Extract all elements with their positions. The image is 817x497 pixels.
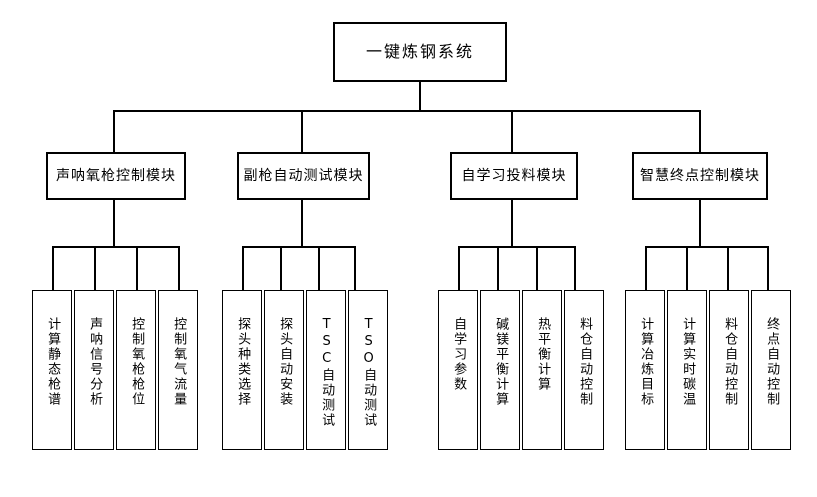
module-node-sublance-auto-test[interactable]: 副枪自动测试模块 (237, 152, 370, 200)
connector-module3-bus (458, 246, 576, 248)
leaf-node-control-oxygen-flow[interactable]: 控制氧气流量 (158, 290, 198, 450)
connector-module1-stem (113, 200, 115, 247)
connector-module2-stem (301, 200, 303, 247)
connector-module1-leaf-drop-4 (178, 246, 180, 290)
leaf-node-heat-balance-calc[interactable]: 热平衡计算 (522, 290, 562, 450)
leaf-node-label: TSC自动测试 (319, 317, 335, 428)
leaf-node-calc-realtime-carbon-temp[interactable]: 计算实时碳温 (667, 290, 707, 450)
root-node-label: 一键炼钢系统 (365, 42, 474, 62)
connector-main-drop-4 (699, 110, 701, 152)
leaf-node-probe-auto-install[interactable]: 探头自动安装 (264, 290, 304, 450)
leaf-node-label: 探头种类选择 (235, 317, 251, 407)
leaf-node-label: TSO自动测试 (361, 317, 377, 428)
connector-main-drop-1 (113, 110, 115, 152)
module-node-label: 副枪自动测试模块 (243, 167, 364, 184)
connector-main-bus (113, 110, 701, 112)
connector-main-drop-2 (301, 110, 303, 152)
connector-main-drop-3 (511, 110, 513, 152)
connector-module2-leaf-drop-3 (318, 246, 320, 290)
connector-module3-leaf-drop-1 (458, 246, 460, 290)
module-node-label: 智慧终点控制模块 (640, 167, 760, 184)
leaf-node-bin-auto-control[interactable]: 料仓自动控制 (564, 290, 604, 450)
leaf-node-endpoint-auto-control[interactable]: 终点自动控制 (751, 290, 791, 450)
connector-module2-leaf-drop-4 (354, 246, 356, 290)
leaf-node-tsc-auto-test[interactable]: TSC自动测试 (306, 290, 346, 450)
connector-module1-leaf-drop-2 (94, 246, 96, 290)
connector-module3-stem (511, 200, 513, 247)
root-node-one-key-steelmaking-system[interactable]: 一键炼钢系统 (333, 22, 507, 82)
leaf-node-tso-auto-test[interactable]: TSO自动测试 (348, 290, 388, 450)
connector-module2-leaf-drop-1 (242, 246, 244, 290)
leaf-node-label: 料仓自动控制 (722, 317, 738, 407)
leaf-node-label: 终点自动控制 (764, 317, 780, 407)
module-node-self-learning-charging[interactable]: 自学习投料模块 (450, 152, 578, 200)
connector-module4-bus (645, 246, 769, 248)
connector-module4-leaf-drop-4 (767, 246, 769, 290)
connector-root-stem (419, 82, 421, 111)
connector-module1-leaf-drop-1 (52, 246, 54, 290)
leaf-node-label: 控制氧枪枪位 (129, 317, 145, 407)
connector-module2-bus (242, 246, 356, 248)
connector-module4-leaf-drop-3 (727, 246, 729, 290)
connector-module4-stem (699, 200, 701, 247)
leaf-node-label: 控制氧气流量 (171, 317, 187, 407)
connector-module4-leaf-drop-2 (686, 246, 688, 290)
leaf-node-label: 自学习参数 (451, 317, 467, 392)
connector-module2-leaf-drop-2 (280, 246, 282, 290)
connector-module1-leaf-drop-3 (136, 246, 138, 290)
connector-module3-leaf-drop-4 (574, 246, 576, 290)
leaf-node-calc-smelting-target[interactable]: 计算冶炼目标 (625, 290, 665, 450)
module-node-label: 自学习投料模块 (461, 167, 567, 184)
module-node-sonar-oxygen-lance-control[interactable]: 声呐氧枪控制模块 (46, 152, 186, 200)
leaf-node-label: 声呐信号分析 (87, 317, 103, 407)
connector-module4-leaf-drop-1 (645, 246, 647, 290)
module-node-smart-endpoint-control[interactable]: 智慧终点控制模块 (632, 152, 768, 200)
leaf-node-sonar-signal-analysis[interactable]: 声呐信号分析 (74, 290, 114, 450)
leaf-node-label: 热平衡计算 (535, 317, 551, 392)
leaf-node-label: 计算实时碳温 (680, 317, 696, 407)
leaf-node-label: 探头自动安装 (277, 317, 293, 407)
connector-module3-leaf-drop-3 (536, 246, 538, 290)
module-node-label: 声呐氧枪控制模块 (56, 167, 176, 184)
connector-module1-bus (52, 246, 180, 248)
leaf-node-probe-type-selection[interactable]: 探头种类选择 (222, 290, 262, 450)
leaf-node-self-learning-parameters[interactable]: 自学习参数 (438, 290, 478, 450)
leaf-node-label: 计算静态枪谱 (45, 317, 61, 407)
leaf-node-label: 计算冶炼目标 (638, 317, 654, 407)
leaf-node-label: 碱镁平衡计算 (493, 317, 509, 407)
leaf-node-bin-auto-control-2[interactable]: 料仓自动控制 (709, 290, 749, 450)
connector-module3-leaf-drop-2 (497, 246, 499, 290)
leaf-node-label: 料仓自动控制 (577, 317, 593, 407)
leaf-node-calc-static-lance-spectrum[interactable]: 计算静态枪谱 (32, 290, 72, 450)
leaf-node-control-lance-position[interactable]: 控制氧枪枪位 (116, 290, 156, 450)
leaf-node-alkali-magnesium-balance-calc[interactable]: 碱镁平衡计算 (480, 290, 520, 450)
